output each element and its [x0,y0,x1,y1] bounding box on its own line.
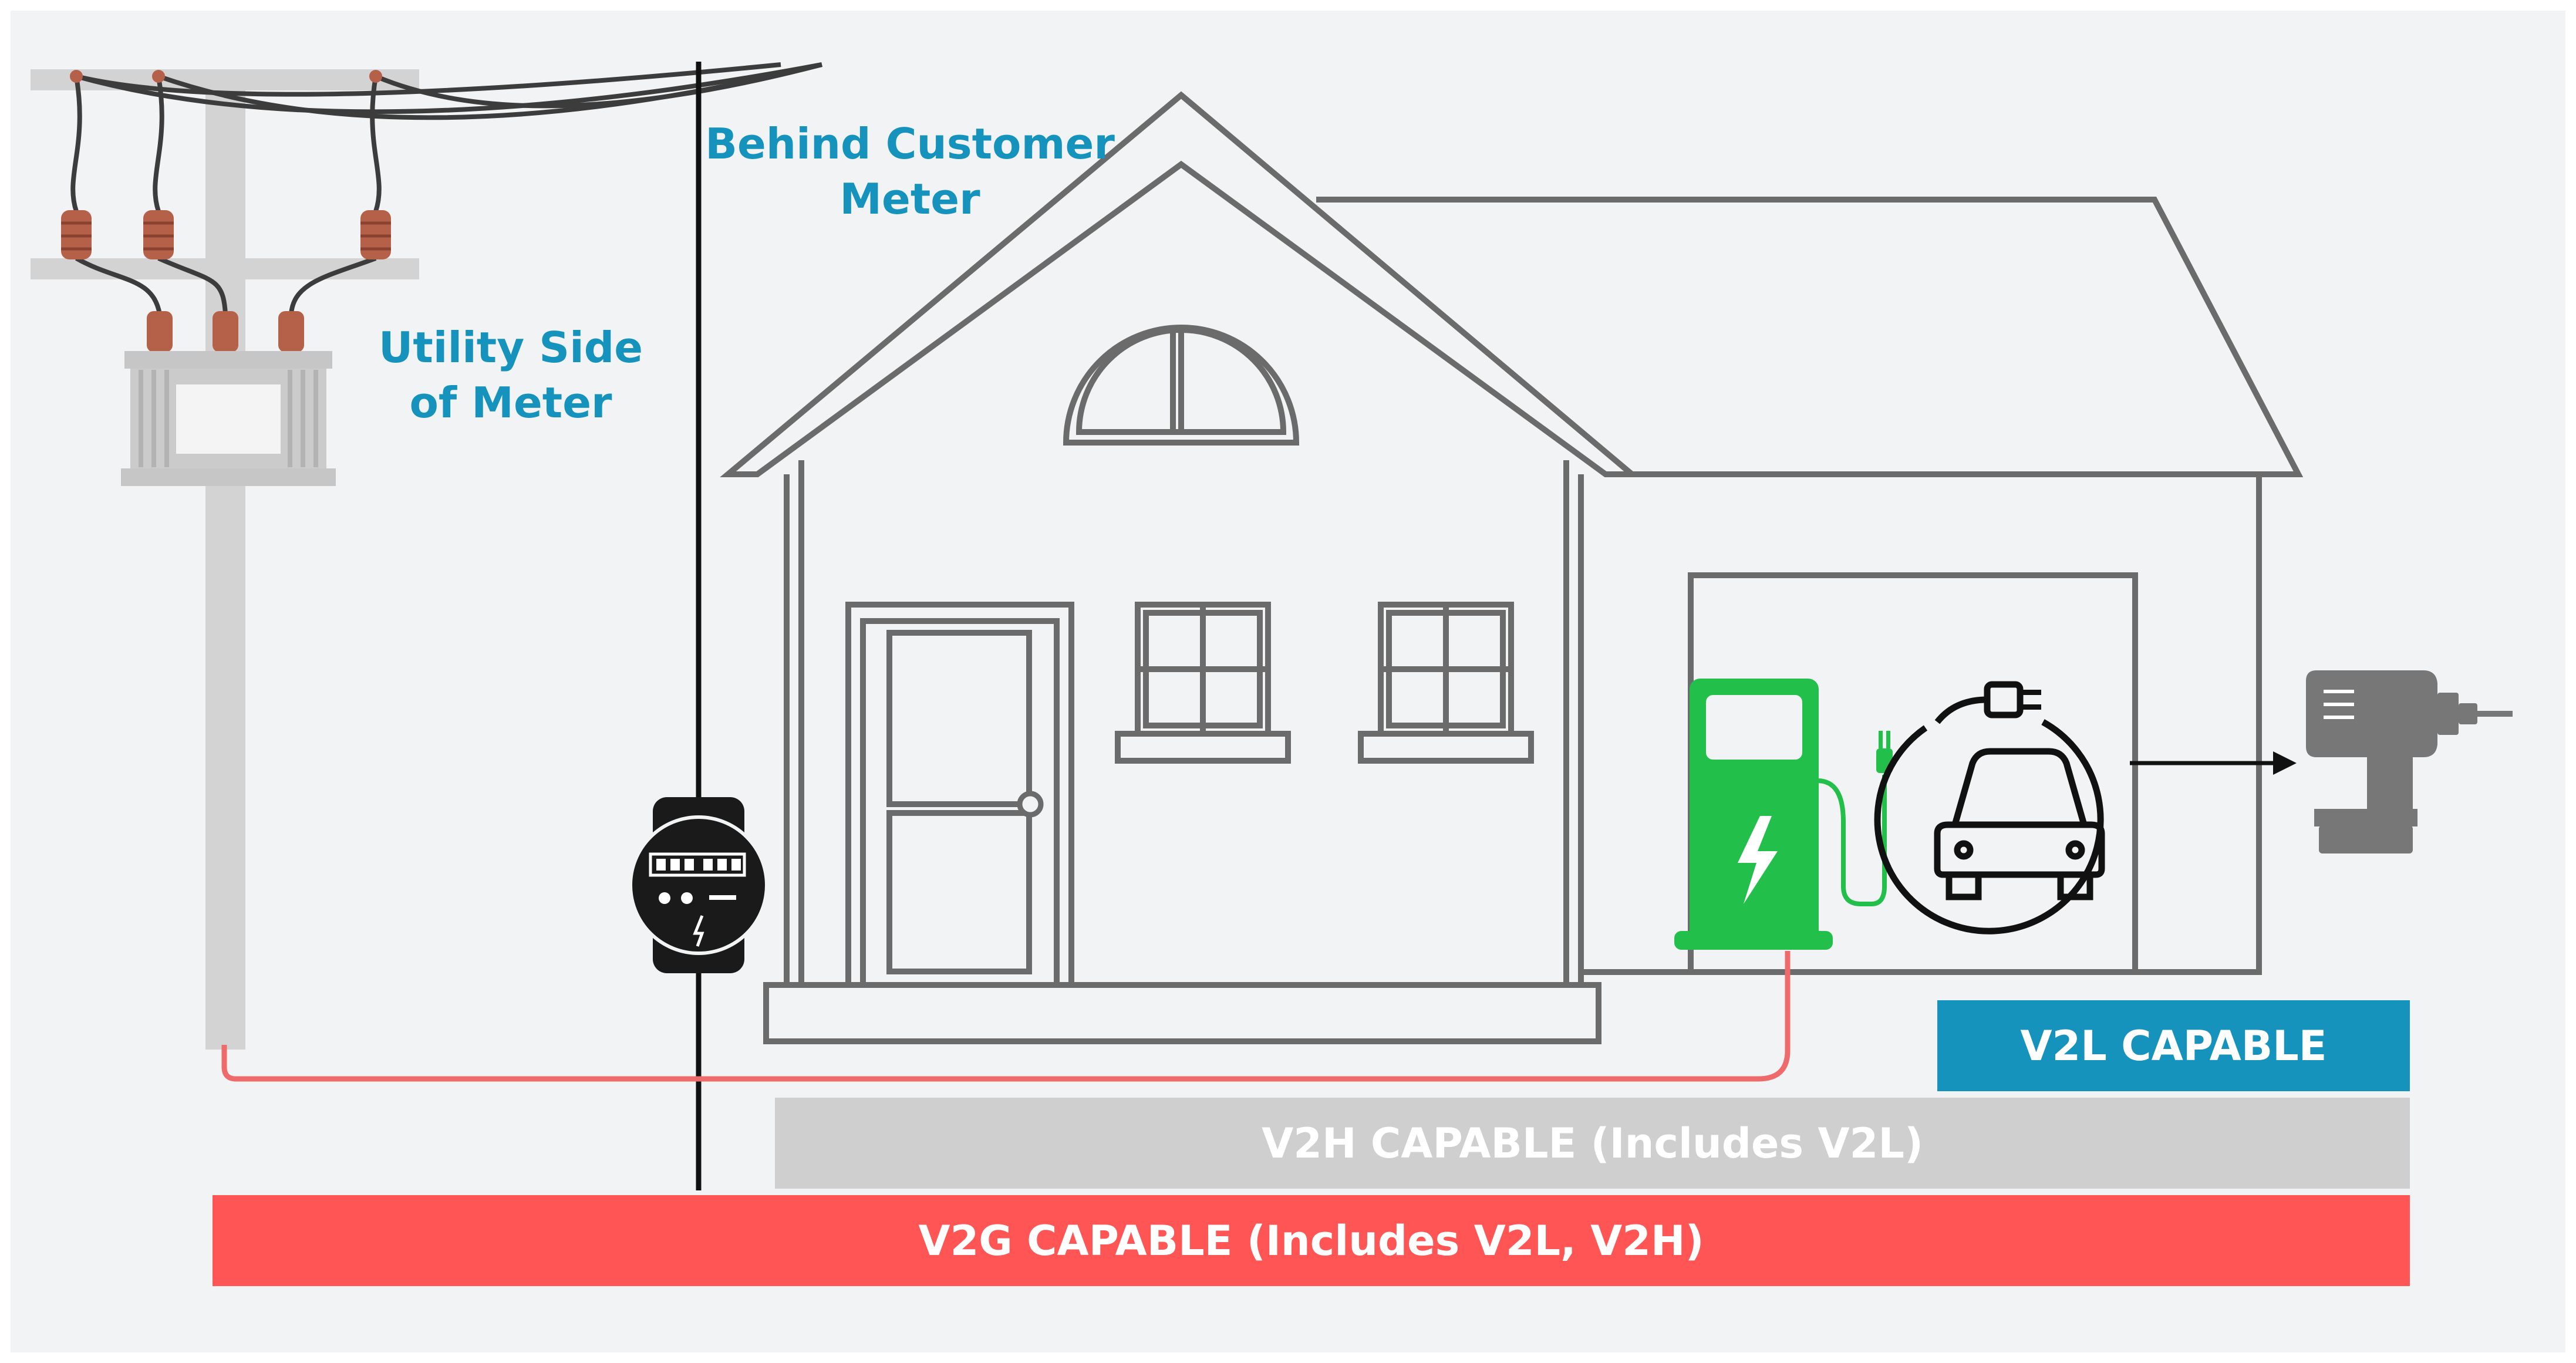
electric-meter-icon [629,797,768,973]
behind-customer-meter-label: Behind Customer Meter [693,116,1127,227]
arrow-right-icon [2130,751,2297,775]
v2l-capable-band: V2L CAPABLE [1937,1000,2410,1091]
v2h-capable-band: V2H CAPABLE (Includes V2L) [775,1098,2410,1189]
drill-vent-lines [2324,690,2354,719]
plug-icon [1934,681,2041,724]
ev-charger-icon [1674,679,1893,950]
utility-side-line1: Utility Side [378,323,643,372]
behind-meter-line2: Meter [839,174,980,224]
behind-meter-line1: Behind Customer [705,119,1115,168]
v2h-capable-label: V2H CAPABLE (Includes V2L) [1262,1119,1923,1168]
electric-car-icon [1874,719,2105,934]
transformer-icon [121,311,336,486]
power-line [221,951,1791,1082]
utility-pole-icon [31,62,823,1050]
utility-side-label: Utility Side of Meter [352,320,669,430]
v2g-capable-band: V2G CAPABLE (Includes V2L, V2H) [213,1195,2410,1286]
v2g-capable-label: V2G CAPABLE (Includes V2L, V2H) [918,1216,1704,1265]
v2l-capable-label: V2L CAPABLE [2020,1021,2327,1070]
door-knob [1017,791,1044,818]
utility-side-line2: of Meter [409,378,612,427]
